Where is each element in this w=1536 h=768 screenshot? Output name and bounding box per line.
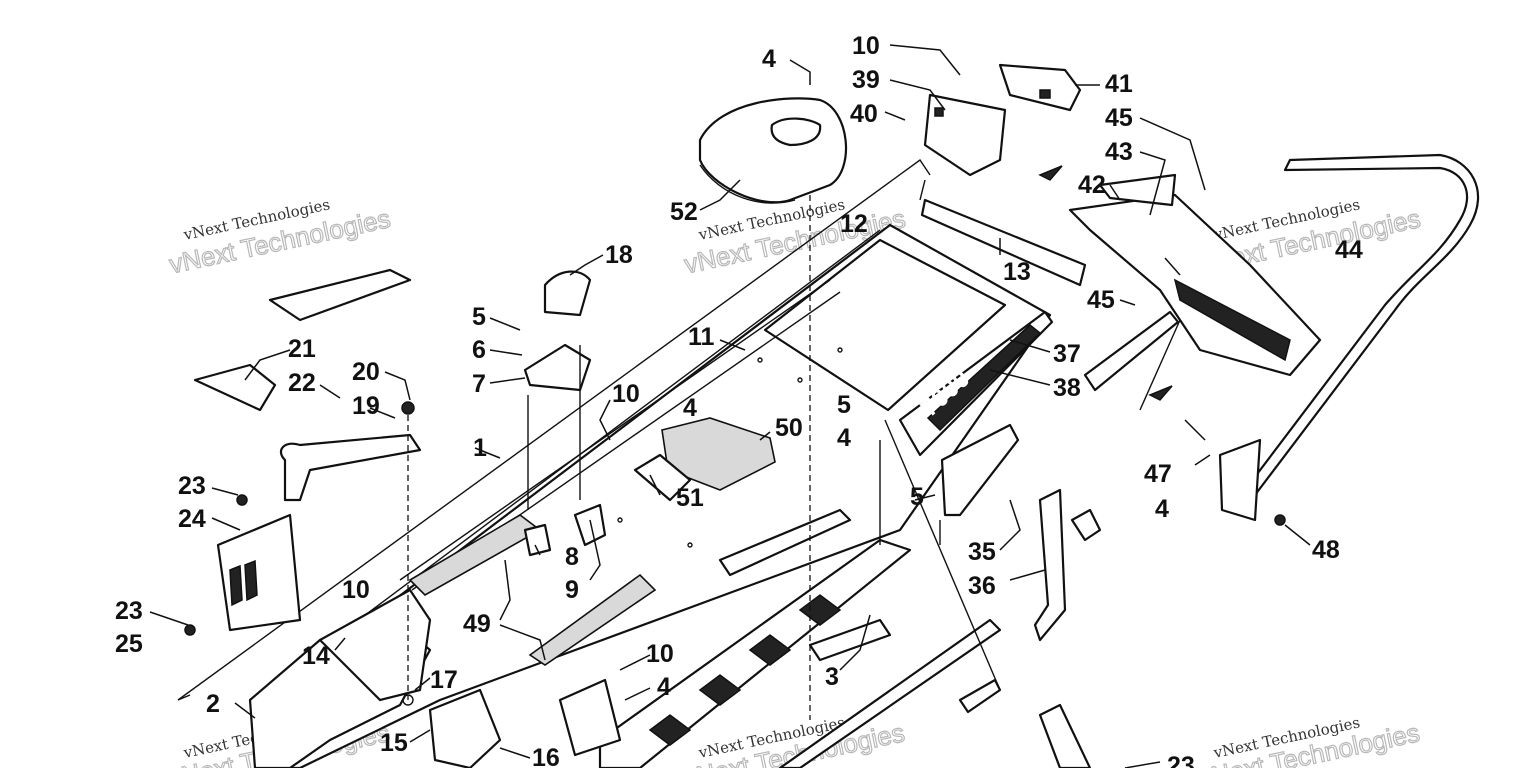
mesh-pad: [528, 573, 657, 666]
callout-4c: 4: [837, 424, 851, 452]
washer-plate: [1070, 508, 1102, 542]
callout-18: 18: [605, 241, 633, 269]
callout-labels: 4 10 39 41 40 45 43 42 52 12 13 44 18 45…: [115, 32, 1363, 768]
hinge-plate: [1218, 438, 1262, 522]
nut-48: [1274, 514, 1286, 526]
callout-48: 48: [1312, 536, 1340, 564]
callout-4: 4: [762, 45, 776, 73]
callout-9: 9: [565, 576, 579, 604]
direction-arrows: [1038, 165, 1173, 401]
callout-45: 45: [1105, 104, 1133, 132]
callout-5c: 5: [910, 483, 924, 511]
frame-outline: [177, 159, 931, 701]
callout-10c: 10: [342, 576, 370, 604]
assembly-lines: [407, 179, 1181, 720]
callout-16: 16: [532, 744, 560, 768]
callout-43: 43: [1105, 138, 1133, 166]
callout-50: 50: [775, 414, 803, 442]
rear-bracket: [923, 63, 1082, 177]
callout-20: 20: [352, 358, 380, 386]
left-brackets: [318, 588, 622, 768]
callout-5: 5: [472, 303, 486, 331]
callout-45b: 45: [1087, 286, 1115, 314]
grab-handle: [1243, 153, 1480, 497]
callout-4d: 4: [1155, 495, 1169, 523]
callout-49: 49: [463, 610, 491, 638]
callout-52: 52: [670, 198, 698, 226]
callout-17: 17: [430, 666, 458, 694]
callout-6: 6: [472, 336, 486, 364]
watermark: vNext Technologies vNext Technologies: [1195, 713, 1423, 768]
callout-11: 11: [688, 323, 715, 351]
callout-38: 38: [1053, 374, 1081, 402]
callout-37: 37: [1053, 340, 1081, 368]
running-board: [598, 508, 1002, 768]
callout-47: 47: [1144, 460, 1172, 488]
callout-44: 44: [1335, 236, 1363, 264]
seat: [698, 97, 848, 204]
callout-42: 42: [1078, 171, 1106, 199]
nut-23b: [184, 624, 196, 636]
callout-15: 15: [380, 729, 408, 757]
mesh-pads: [408, 417, 776, 666]
lower-strap: [1038, 703, 1092, 768]
callout-7: 7: [472, 370, 486, 398]
callout-21: 21: [288, 335, 316, 363]
callout-22: 22: [288, 369, 316, 397]
callout-23: 23: [178, 472, 206, 500]
callout-24: 24: [178, 505, 206, 533]
strap-36: [1033, 488, 1067, 642]
callout-1: 1: [473, 434, 487, 462]
callout-39: 39: [852, 66, 880, 94]
footrest-cap: [543, 270, 592, 317]
callout-23b: 23: [115, 597, 143, 625]
nut-20: [401, 401, 415, 415]
small-parts: [184, 270, 1286, 768]
callout-5b: 5: [837, 391, 851, 419]
callout-2: 2: [206, 690, 220, 718]
callout-25: 25: [115, 630, 143, 658]
support-bracket: [920, 198, 1087, 287]
callout-35: 35: [968, 538, 996, 566]
callout-41: 41: [1105, 70, 1133, 98]
callout-8: 8: [565, 543, 579, 571]
hitch-bracket: [523, 343, 592, 392]
callout-4e: 4: [657, 673, 671, 701]
arrow-marker: [1148, 385, 1173, 401]
tunnel-assembly: 7000: [260, 223, 1054, 768]
plate-9: [573, 503, 607, 547]
callout-51: 51: [676, 484, 704, 512]
callout-10d: 10: [646, 640, 674, 668]
step-plate: [940, 423, 1020, 517]
nut-23: [236, 494, 248, 506]
callout-14: 14: [302, 642, 330, 670]
plate-8: [523, 523, 552, 557]
rail-end: [1083, 310, 1180, 392]
callout-3: 3: [825, 663, 839, 691]
callout-40: 40: [850, 100, 878, 128]
leader-lines: [149, 44, 1311, 768]
callout-10b: 10: [612, 380, 640, 408]
taillight-housing: [1068, 173, 1322, 377]
callout-36: 36: [968, 572, 996, 600]
callout-23c: 23: [1167, 752, 1195, 768]
watermark: vNext Technologies vNext Technologies: [166, 195, 394, 280]
callout-12: 12: [840, 210, 868, 238]
arrow-marker: [1038, 165, 1063, 181]
callout-13: 13: [1003, 258, 1031, 286]
callout-4b: 4: [683, 394, 697, 422]
callout-10: 10: [852, 32, 880, 60]
decal-panel: [926, 324, 1042, 432]
cover-plate: [193, 363, 277, 412]
callout-19: 19: [352, 392, 380, 420]
